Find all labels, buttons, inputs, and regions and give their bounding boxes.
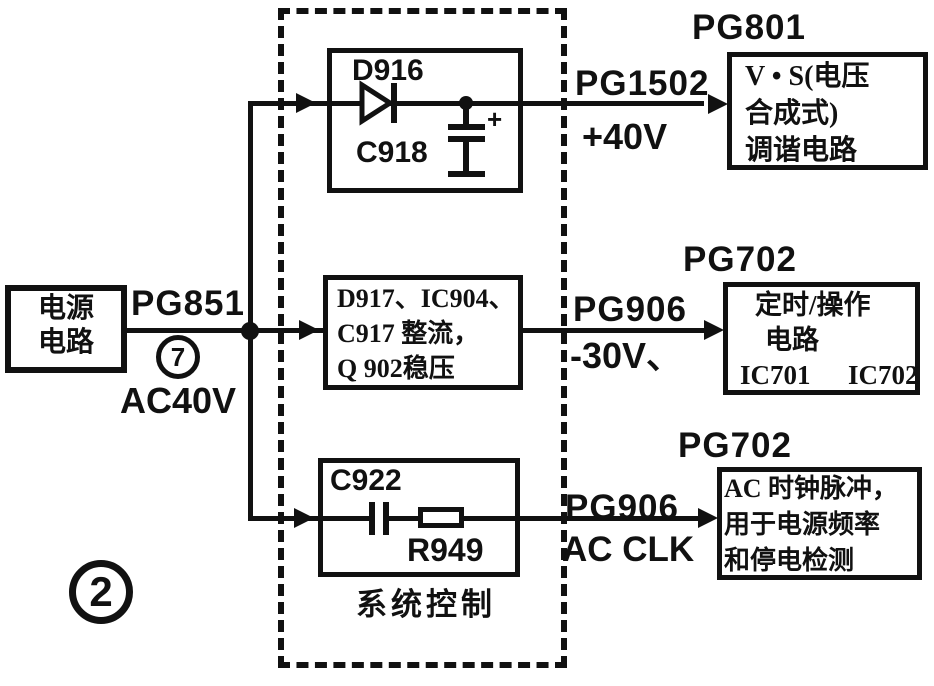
r949-label: R949 bbox=[407, 532, 484, 568]
pin7-number: 7 bbox=[170, 341, 186, 372]
arrowhead-icon bbox=[296, 93, 316, 113]
ac-clk-label: AC CLK bbox=[562, 530, 695, 569]
wire-mid-branch-right bbox=[521, 328, 705, 333]
arrowhead-icon bbox=[299, 320, 319, 340]
acclk-line3: 和停电检测 bbox=[724, 546, 855, 575]
capacitor-plus-label: + bbox=[487, 104, 503, 134]
capacitor-plate-icon bbox=[369, 502, 375, 535]
figure2-number: 2 bbox=[89, 568, 113, 615]
junction-dot bbox=[241, 322, 259, 340]
pin7-badge: 7 bbox=[156, 335, 200, 379]
d916-label: D916 bbox=[352, 54, 424, 87]
timer-circuit-box bbox=[723, 282, 920, 395]
ac-clock-pulse-text: AC 时钟脉冲， 用于电源频率 和停电检测 bbox=[724, 471, 898, 579]
regulator-line3: Q 902稳压 bbox=[337, 354, 455, 383]
pg851-label: PG851 bbox=[131, 284, 245, 323]
capacitor-plate-icon bbox=[448, 124, 485, 130]
acclk-line1: AC 时钟脉冲， bbox=[724, 474, 899, 503]
ac-clock-pulse-box bbox=[717, 467, 922, 580]
regulator-line1: D917、IC904、 bbox=[337, 284, 515, 313]
arrowhead-icon bbox=[698, 508, 718, 528]
capacitor-plate-icon bbox=[448, 136, 485, 142]
pg906-label-1: PG906 bbox=[573, 290, 687, 329]
trunk-wire bbox=[248, 101, 253, 521]
capacitor-lead-icon bbox=[463, 142, 469, 173]
regulator-box bbox=[323, 275, 523, 390]
wire-bottom-branch bbox=[248, 516, 698, 521]
timer-line1: 定时/操作 bbox=[755, 290, 871, 320]
acclk-line2: 用于电源频率 bbox=[724, 510, 881, 539]
power-supply-label-line1: 电源 bbox=[37, 293, 94, 324]
power-supply-label: 电源 电路 bbox=[5, 292, 127, 360]
power-supply-label-line2: 电路 bbox=[37, 327, 94, 358]
tuning-circuit-text: V • S(电压 合成式) 调谐电路 bbox=[745, 58, 869, 169]
tuning-line2: 合成式) bbox=[745, 98, 839, 129]
pg801-label: PG801 bbox=[692, 8, 806, 47]
resistor-icon bbox=[418, 507, 464, 528]
arrowhead-icon bbox=[704, 320, 724, 340]
tuning-line1: V • S(电压 bbox=[745, 61, 870, 92]
capacitor-gap bbox=[375, 513, 383, 524]
junction-dot bbox=[459, 96, 473, 110]
wire-mid-branch-left bbox=[248, 328, 325, 333]
wire-top-branch bbox=[248, 101, 704, 106]
arrowhead-icon bbox=[708, 94, 728, 114]
system-control-dashed-region bbox=[278, 8, 567, 668]
figure2-badge: 2 bbox=[69, 560, 133, 624]
timer-line3: IC701 IC702 bbox=[740, 360, 919, 390]
tuning-circuit-box bbox=[727, 52, 928, 170]
arrowhead-icon bbox=[294, 508, 314, 528]
wire-pg851 bbox=[127, 328, 250, 333]
minus30v-label: -30V、 bbox=[570, 335, 683, 376]
c918-label: C918 bbox=[356, 136, 428, 169]
tuning-line3: 调谐电路 bbox=[745, 135, 858, 166]
pg1502-label: PG1502 bbox=[575, 64, 710, 103]
c922-label: C922 bbox=[330, 464, 402, 497]
timer-circuit-text: 定时/操作 电路 IC701 IC702 bbox=[728, 287, 919, 393]
ac-clock-box bbox=[318, 458, 520, 577]
diode-icon bbox=[359, 80, 397, 126]
rectifier-d916-box bbox=[327, 48, 523, 193]
regulator-line2: C917 整流， bbox=[337, 319, 480, 348]
plus40v-label: +40V bbox=[582, 116, 668, 157]
ac40v-label: AC40V bbox=[120, 380, 237, 421]
power-supply-box bbox=[5, 285, 127, 373]
system-control-caption: 系统控制 bbox=[356, 587, 496, 622]
regulator-text: D917、IC904、 C917 整流， Q 902稳压 bbox=[337, 281, 515, 386]
capacitor-plate-icon bbox=[448, 171, 485, 177]
pg702-label-1: PG702 bbox=[683, 240, 797, 279]
capacitor-lead-icon bbox=[463, 106, 469, 126]
capacitor-plate-icon bbox=[383, 502, 389, 535]
timer-line2: 电路 bbox=[765, 325, 819, 355]
pg906-label-2: PG906 bbox=[565, 488, 679, 527]
pg702-label-2: PG702 bbox=[678, 426, 792, 465]
